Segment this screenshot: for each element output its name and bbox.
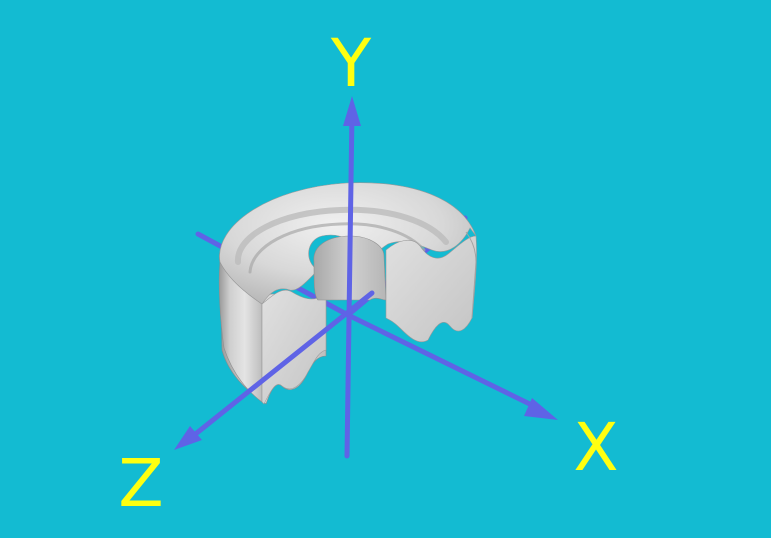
top-groove-shadow — [248, 222, 426, 274]
y-axis-line — [344, 109, 355, 459]
z-axis-line — [185, 290, 375, 443]
top-groove — [235, 206, 449, 265]
cut-face-right — [385, 235, 477, 343]
z-axis-arrowhead — [174, 426, 202, 450]
x-axis-line — [345, 312, 545, 413]
right-wall-edge — [465, 231, 477, 319]
axis-labels: Y X Z — [118, 25, 618, 522]
y-axis-label: Y — [330, 25, 372, 102]
y-axis-arrowhead — [343, 96, 361, 126]
axes-front — [174, 96, 558, 459]
cut-face-front — [261, 289, 327, 405]
x-axis-arrowhead — [524, 398, 558, 420]
x-axis-label: X — [573, 409, 618, 486]
z-axis-label: Z — [118, 445, 163, 522]
